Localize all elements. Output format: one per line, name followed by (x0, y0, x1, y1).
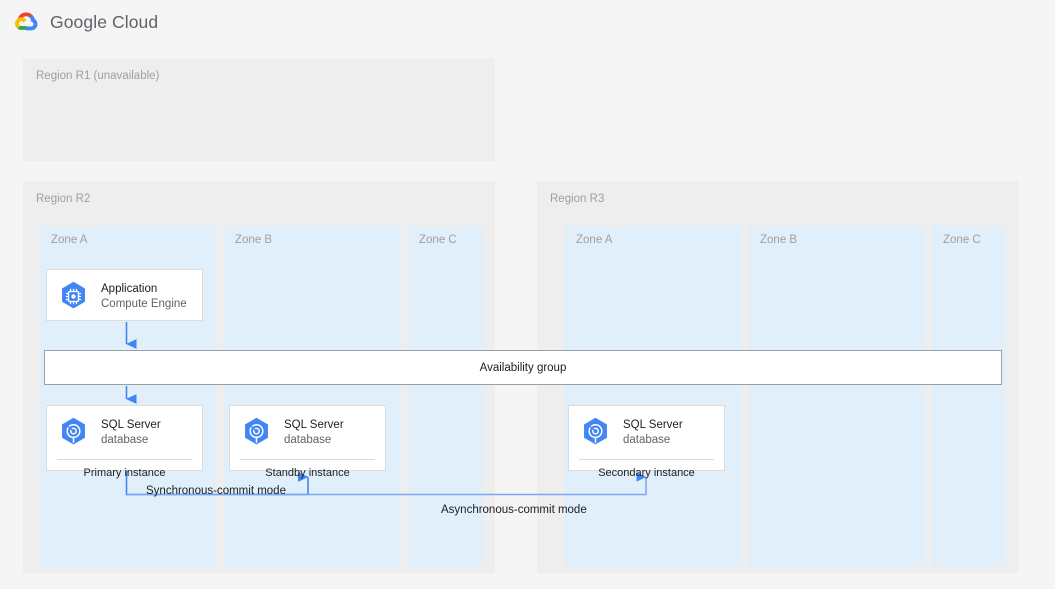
app-header: Google Cloud (0, 0, 1055, 44)
card-header: SQL Server database (569, 406, 724, 459)
app-title: Google Cloud (50, 11, 159, 32)
card-footer: Secondary instance (598, 467, 695, 479)
asynchronous-commit-label: Asynchronous-commit mode (441, 504, 587, 516)
card-header: SQL Server database (47, 406, 202, 459)
availability-group-label: Availability group (479, 361, 567, 374)
region-r2-zone-b: Zone B (224, 226, 401, 566)
card-subtitle: database (284, 433, 332, 446)
zone-label: Zone C (943, 234, 981, 246)
card-divider (579, 459, 714, 460)
region-r3-zone-c: Zone C (932, 226, 1006, 566)
card-title: SQL Server (284, 418, 344, 431)
synchronous-commit-label: Synchronous-commit mode (146, 485, 286, 497)
region-r3-zone-b: Zone B (749, 226, 926, 566)
region-r1-label: Region R1 (unavailable) (36, 70, 160, 82)
card-subtitle: database (101, 433, 149, 446)
region-r1: Region R1 (unavailable) (23, 58, 495, 161)
card-text: SQL Server database (623, 418, 683, 447)
region-r3-zone-a: Zone A (565, 226, 742, 566)
card-title: SQL Server (623, 418, 683, 431)
compute-engine-icon (62, 281, 85, 309)
region-r3-label: Region R3 (550, 193, 605, 205)
card-standby-instance[interactable]: SQL Server database Standby instance (229, 405, 386, 479)
zone-label: Zone B (760, 234, 798, 246)
card-title: Application (101, 282, 158, 295)
sql-server-database-icon (584, 417, 607, 445)
card-footer: Standby instance (265, 467, 350, 479)
sql-server-database-icon (245, 417, 268, 445)
zone-label: Zone A (51, 234, 88, 246)
google-cloud-logo-icon (15, 12, 38, 31)
card-subtitle: database (623, 433, 671, 446)
availability-group-bar: Availability group (44, 350, 1002, 385)
card-subtitle: Compute Engine (101, 297, 187, 310)
card-application[interactable]: Application Compute Engine (46, 269, 203, 321)
card-header: SQL Server database (230, 406, 385, 459)
card-primary-instance[interactable]: SQL Server database Primary instance (46, 405, 203, 479)
zone-label: Zone A (576, 234, 613, 246)
card-text: SQL Server database (101, 418, 161, 447)
card-text: SQL Server database (284, 418, 344, 447)
card-title: SQL Server (101, 418, 161, 431)
card-secondary-instance[interactable]: SQL Server database Secondary instance (568, 405, 725, 479)
card-divider (240, 459, 375, 460)
sql-server-database-icon (62, 417, 85, 445)
region-r2-label: Region R2 (36, 193, 91, 205)
region-r2-zone-c: Zone C (408, 226, 482, 566)
card-header: Application Compute Engine (47, 270, 202, 323)
zone-label: Zone B (235, 234, 273, 246)
card-divider (57, 459, 192, 460)
card-footer: Primary instance (83, 467, 166, 479)
zone-label: Zone C (419, 234, 457, 246)
card-text: Application Compute Engine (101, 282, 187, 311)
